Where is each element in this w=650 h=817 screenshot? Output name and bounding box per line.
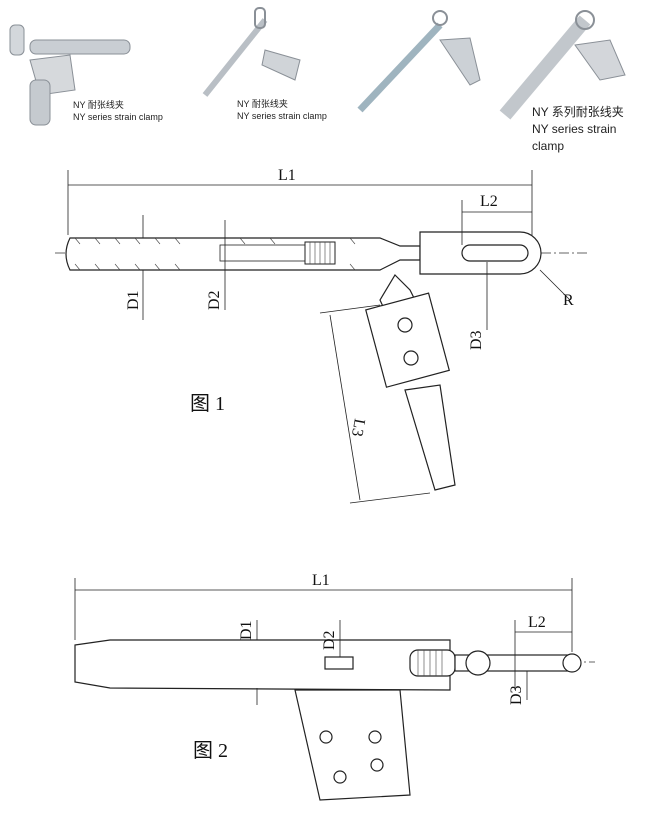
- product-photo-3: [357, 10, 481, 113]
- product-photo-2: [202, 7, 301, 97]
- product-photo-1: [9, 24, 131, 126]
- caption-en: NY series strain clamp: [237, 111, 327, 121]
- dimension-label-D2: D2: [206, 290, 223, 310]
- dimension-label-L1: L1: [278, 167, 296, 184]
- product-caption-1: NY 耐张线夹 NY series strain clamp: [73, 99, 163, 123]
- caption-cn: NY 系列耐张线夹: [532, 105, 624, 119]
- caption-en: NY series strain clamp: [73, 112, 163, 122]
- product-caption-2: NY 耐张线夹 NY series strain clamp: [237, 98, 327, 122]
- product-caption-3: NY 系列耐张线夹 NY series strain clamp: [532, 104, 650, 155]
- figure-1-caption: 图 1: [190, 393, 225, 415]
- dimension-label-L2: L2: [480, 193, 498, 210]
- product-photos: [9, 7, 626, 126]
- dimension-label-R: R: [563, 292, 574, 309]
- dimension-label-L3: L3: [348, 417, 368, 437]
- dimension-label-D3: D3: [468, 330, 485, 350]
- jumper-plate: [365, 292, 450, 388]
- product-photo-4: [499, 10, 626, 120]
- dimension-label-D1: D1: [125, 290, 142, 310]
- caption-en: NY series strain clamp: [532, 122, 617, 153]
- caption-cn: NY 耐张线夹: [237, 99, 288, 109]
- caption-cn: NY 耐张线夹: [73, 100, 124, 110]
